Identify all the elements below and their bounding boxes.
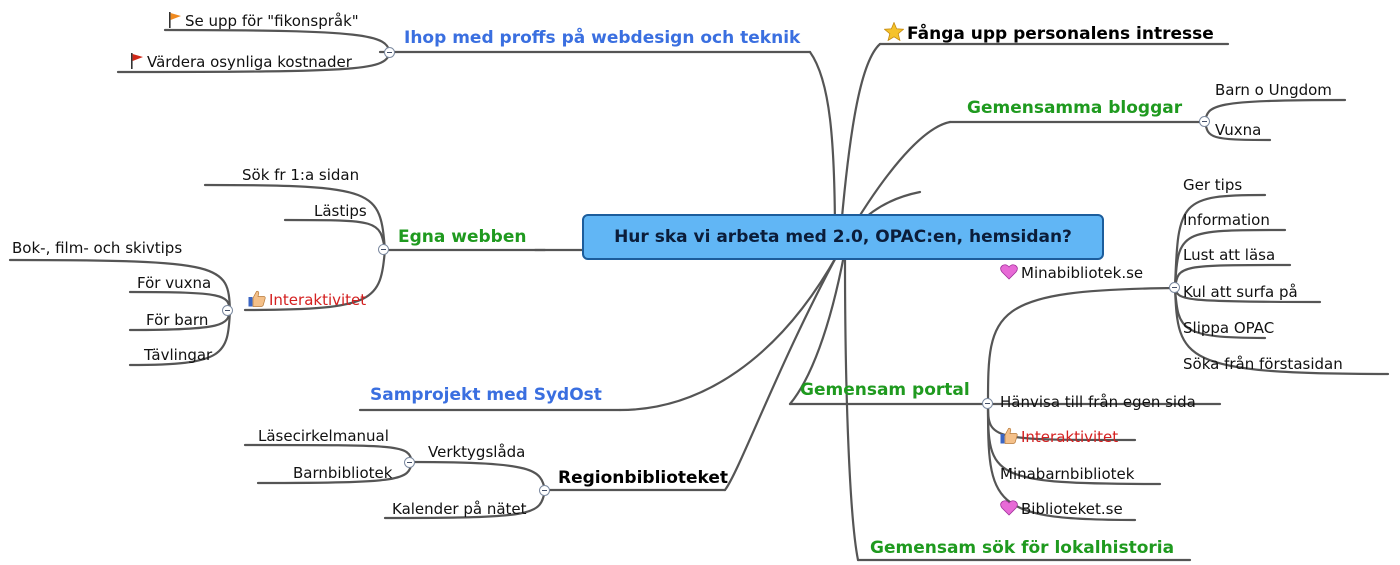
subtopic-for-barn[interactable]: För barn xyxy=(146,311,209,329)
topic-regionbiblioteket[interactable]: Regionbiblioteket xyxy=(558,468,729,488)
topic-egna-webben[interactable]: Egna webben xyxy=(398,227,527,247)
subtopic-fikonsprak-label: Se upp för "fikonspråk" xyxy=(185,12,359,30)
subtopic-bok-film-skivtips[interactable]: Bok-, film- och skivtips xyxy=(12,239,183,257)
star-icon xyxy=(884,22,904,41)
collapse-toggle-interaktivitet-egna[interactable] xyxy=(222,305,233,316)
subtopic-vuxna[interactable]: Vuxna xyxy=(1215,121,1262,139)
subtopic-information[interactable]: Information xyxy=(1183,211,1270,229)
subtopic-for-vuxna[interactable]: För vuxna xyxy=(137,274,212,292)
subtopic-sok-fr-1a-sidan[interactable]: Sök fr 1:a sidan xyxy=(242,166,360,184)
collapse-toggle-verktygslada[interactable] xyxy=(404,457,415,468)
subtopic-interaktivitet-egna[interactable]: Interaktivitet xyxy=(248,290,366,309)
subtopic-interaktivitet-portal[interactable]: Interaktivitet xyxy=(1000,427,1118,446)
red-flag-icon xyxy=(131,53,143,69)
subtopic-lastips[interactable]: Lästips xyxy=(314,202,367,220)
subtopic-soka-fran-forstasidan[interactable]: Söka från förstasidan xyxy=(1183,355,1343,373)
topic-fanga-upp[interactable]: Fånga upp personalens intresse xyxy=(884,22,1214,43)
subtopic-hanvisa-egen-sida[interactable]: Hänvisa till från egen sida xyxy=(1000,393,1196,411)
topic-gemensam-portal[interactable]: Gemensam portal xyxy=(800,380,970,400)
topic-samprojekt-sydost[interactable]: Samprojekt med SydOst xyxy=(370,385,602,405)
subtopic-minabarnbibliotek[interactable]: Minabarnbibliotek xyxy=(1000,465,1135,483)
subtopic-osynliga-kostnader[interactable]: Värdera osynliga kostnader xyxy=(130,53,352,71)
collapse-toggle-region[interactable] xyxy=(539,485,550,496)
subtopic-verktygslada[interactable]: Verktygslåda xyxy=(428,443,526,461)
topic-gemensam-sok-lokalhistoria[interactable]: Gemensam sök för lokalhistoria xyxy=(870,538,1175,558)
subtopic-fikonsprak[interactable]: Se upp för "fikonspråk" xyxy=(168,12,359,30)
orange-flag-icon xyxy=(169,12,181,28)
subtopic-lasecirkelmanual[interactable]: Läsecirkelmanual xyxy=(258,427,389,445)
subtopic-kul-att-surfa[interactable]: Kul att surfa på xyxy=(1183,283,1298,301)
subtopic-minabibliotek-label: Minabibliotek.se xyxy=(1021,264,1144,282)
collapse-toggle-ihop[interactable] xyxy=(384,47,395,58)
collapse-toggle-egna[interactable] xyxy=(378,244,389,255)
subtopic-barnbibliotek[interactable]: Barnbibliotek xyxy=(293,464,393,482)
subtopic-interaktivitet-portal-label: Interaktivitet xyxy=(1021,428,1119,446)
subtopic-biblioteket-se[interactable]: Biblioteket.se xyxy=(1000,500,1123,518)
collapse-toggle-portal[interactable] xyxy=(982,398,993,409)
subtopic-kalender-pa-natet[interactable]: Kalender på nätet xyxy=(392,500,527,518)
topic-gemensamma-bloggar[interactable]: Gemensamma bloggar xyxy=(967,98,1183,118)
subtopic-lust-att-lasa[interactable]: Lust att läsa xyxy=(1183,246,1276,264)
thumbs-up-icon xyxy=(248,290,266,307)
subtopic-ger-tips[interactable]: Ger tips xyxy=(1183,176,1243,194)
subtopic-interaktivitet-egna-label: Interaktivitet xyxy=(269,291,367,309)
heart-icon xyxy=(1000,500,1018,516)
central-topic[interactable]: Hur ska vi arbeta med 2.0, OPAC:en, hems… xyxy=(582,214,1104,260)
collapse-toggle-bloggar[interactable] xyxy=(1199,116,1210,127)
subtopic-slippa-opac[interactable]: Slippa OPAC xyxy=(1183,319,1275,337)
subtopic-barn-o-ungdom[interactable]: Barn o Ungdom xyxy=(1215,81,1332,99)
collapse-toggle-minabibliotek[interactable] xyxy=(1169,282,1180,293)
subtopic-minabibliotek[interactable]: Minabibliotek.se xyxy=(1000,264,1143,282)
topic-ihop-med-proffs[interactable]: Ihop med proffs på webdesign och teknik xyxy=(404,28,801,48)
heart-icon xyxy=(1000,264,1018,280)
subtopic-osynliga-kostnader-label: Värdera osynliga kostnader xyxy=(147,53,352,71)
thumbs-up-icon xyxy=(1000,427,1018,444)
subtopic-tavlingar[interactable]: Tävlingar xyxy=(144,346,213,364)
subtopic-biblioteket-se-label: Biblioteket.se xyxy=(1021,500,1123,518)
topic-fanga-upp-label: Fånga upp personalens intresse xyxy=(907,24,1214,44)
